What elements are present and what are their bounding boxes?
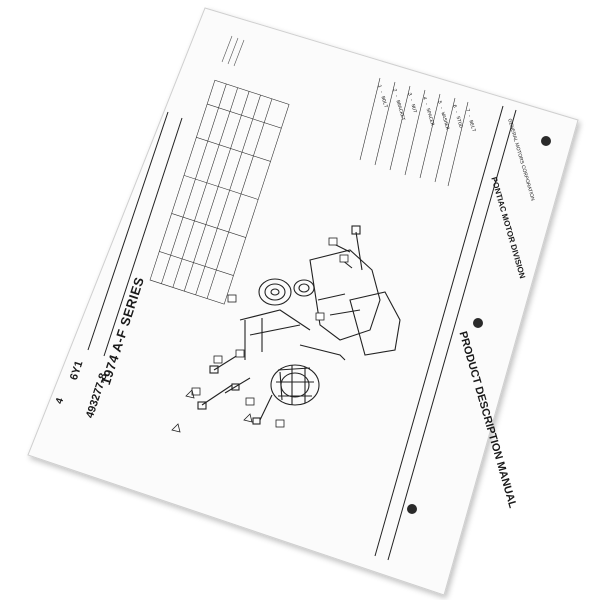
right-border-rules xyxy=(374,105,517,561)
corner-marks xyxy=(221,35,245,67)
parts-table xyxy=(149,79,290,305)
punch-hole-top xyxy=(541,136,551,146)
view-triangles xyxy=(171,389,253,433)
punch-hole-bottom xyxy=(407,504,417,514)
paper-sheet xyxy=(27,7,579,596)
callout-boxes xyxy=(191,237,349,428)
engine-illustration xyxy=(197,225,401,425)
punch-hole-middle xyxy=(473,318,483,328)
left-border-rules xyxy=(87,111,183,357)
legend-block xyxy=(359,77,469,187)
